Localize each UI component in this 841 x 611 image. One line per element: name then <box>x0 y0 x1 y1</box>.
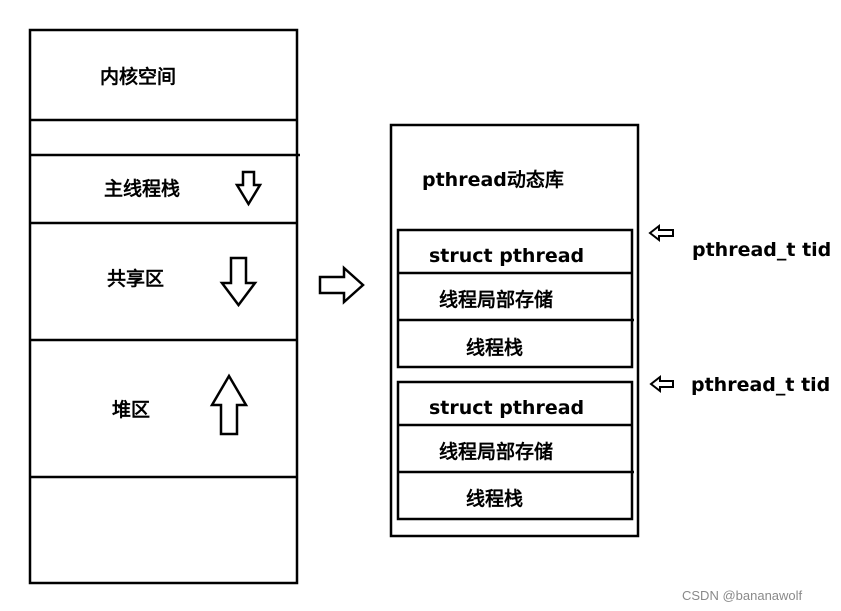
thread-block-frame <box>396 380 634 521</box>
down-arrow-icon <box>234 170 263 207</box>
heap-label: 堆区 <box>112 398 150 421</box>
down-arrow-icon <box>219 256 258 308</box>
left-arrow-icon <box>649 374 674 394</box>
address-space-frame <box>28 28 299 585</box>
thread-stack-label: 线程栈 <box>466 487 523 510</box>
thread-block-frame <box>396 228 634 369</box>
thread-block: struct pthread 线程局部存储 线程栈 <box>396 380 634 521</box>
thread-local-storage-label: 线程局部存储 <box>439 440 553 463</box>
thread-block: struct pthread 线程局部存储 线程栈 <box>396 228 634 369</box>
struct-pthread-label: struct pthread <box>429 245 584 267</box>
struct-pthread-label: struct pthread <box>429 397 584 419</box>
address-space: 内核空间 主线程栈 共享区 堆区 <box>28 28 300 585</box>
main-thread-stack-label: 主线程栈 <box>104 177 180 200</box>
thread-local-storage-label: 线程局部存储 <box>439 288 553 311</box>
thread-stack-label: 线程栈 <box>466 336 523 359</box>
pthread-t-tid-label: pthread_t tid <box>691 374 830 396</box>
right-arrow-icon <box>318 265 365 305</box>
pthread-library-title: pthread动态库 <box>422 168 564 191</box>
pthread-library: pthread动态库 struct pthread 线程局部存储 线程栈 str… <box>389 123 640 538</box>
shared-region-label: 共享区 <box>107 267 164 290</box>
left-arrow-icon <box>648 223 674 243</box>
pthread-t-tid-label: pthread_t tid <box>692 239 831 261</box>
watermark: CSDN @bananawolf <box>682 588 803 603</box>
kernel-space-label: 内核空间 <box>100 65 176 88</box>
up-arrow-icon <box>209 373 249 436</box>
